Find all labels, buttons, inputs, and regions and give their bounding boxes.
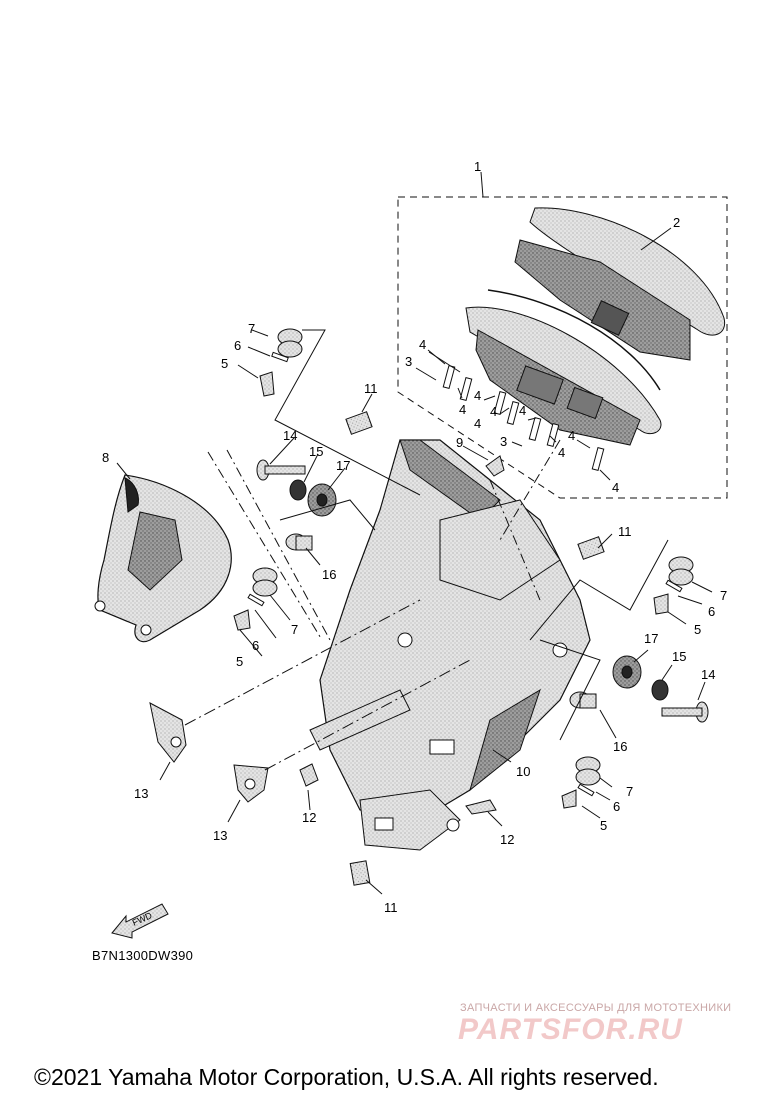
callout-17: 17 bbox=[336, 458, 350, 473]
callout-4: 4 bbox=[612, 480, 619, 495]
bolt-14-left bbox=[256, 459, 306, 481]
screw-5-d bbox=[561, 789, 577, 809]
callout-15: 15 bbox=[672, 649, 686, 664]
grommet-lower-right bbox=[575, 756, 601, 786]
callout-4: 4 bbox=[558, 445, 565, 460]
screw-5-c bbox=[653, 593, 669, 615]
callout-3: 3 bbox=[405, 354, 412, 369]
leader-8 bbox=[116, 462, 131, 480]
callout-7: 7 bbox=[291, 622, 298, 637]
callout-9: 9 bbox=[456, 435, 463, 450]
callout-5: 5 bbox=[694, 622, 701, 637]
plate-13-a bbox=[149, 702, 187, 763]
callout-4: 4 bbox=[519, 403, 526, 418]
screws-4 bbox=[442, 364, 605, 472]
callout-1: 1 bbox=[474, 159, 481, 174]
side-cover bbox=[94, 474, 232, 643]
callout-13: 13 bbox=[134, 786, 148, 801]
callout-7: 7 bbox=[626, 784, 633, 799]
screw-5-a bbox=[259, 371, 275, 397]
callout-11: 11 bbox=[618, 524, 632, 539]
damper-17-right bbox=[612, 655, 642, 689]
callout-12: 12 bbox=[302, 810, 316, 825]
callout-4: 4 bbox=[419, 337, 426, 352]
callout-10: 10 bbox=[516, 764, 530, 779]
callout-4: 4 bbox=[490, 404, 497, 419]
callout-5: 5 bbox=[600, 818, 607, 833]
meter-rear-cover bbox=[514, 207, 726, 361]
callout-13: 13 bbox=[213, 828, 227, 843]
callout-16: 16 bbox=[613, 739, 627, 754]
meter-gasket bbox=[487, 289, 661, 391]
washer-15-left bbox=[289, 479, 307, 501]
meter-assembly-group bbox=[397, 171, 728, 499]
callout-5: 5 bbox=[236, 654, 243, 669]
callout-11: 11 bbox=[364, 381, 378, 396]
grommet-upper-right bbox=[668, 556, 694, 586]
callout-16: 16 bbox=[322, 567, 336, 582]
assembly-dashed-box bbox=[397, 196, 728, 499]
collar-3 bbox=[665, 579, 683, 593]
callout-6: 6 bbox=[252, 638, 259, 653]
callout-14: 14 bbox=[283, 428, 297, 443]
watermark-logo: PARTSFOR.RU bbox=[458, 1013, 683, 1046]
grommet-mid-left bbox=[252, 567, 278, 597]
callout-3: 3 bbox=[500, 434, 507, 449]
callout-4: 4 bbox=[459, 402, 466, 417]
fwd-arrow-icon: FWD bbox=[111, 903, 169, 939]
copyright-notice: ©2021 Yamaha Motor Corporation, U.S.A. A… bbox=[34, 1064, 659, 1090]
collar-2 bbox=[247, 593, 265, 607]
callout-2: 2 bbox=[673, 215, 680, 230]
callout-7: 7 bbox=[720, 588, 727, 603]
callout-labels: 1 2 3 3 4 4 4 4 4 4 4 4 4 5 5 5 5 6 6 6 … bbox=[102, 159, 727, 915]
callout-5: 5 bbox=[221, 356, 228, 371]
callout-4: 4 bbox=[474, 388, 481, 403]
diagram-reference-code: B7N1300DW390 bbox=[92, 948, 194, 963]
callout-6: 6 bbox=[708, 604, 715, 619]
clip-9 bbox=[485, 455, 505, 477]
leader-10 bbox=[492, 749, 512, 763]
main-bracket bbox=[309, 439, 591, 851]
callout-4: 4 bbox=[568, 428, 575, 443]
callout-14: 14 bbox=[701, 667, 715, 682]
callout-12: 12 bbox=[500, 832, 514, 847]
clamp-12-a bbox=[299, 763, 319, 787]
bolt-14-right bbox=[661, 701, 709, 723]
damper-17-left bbox=[307, 483, 337, 517]
clip-nut-11-c bbox=[349, 860, 371, 886]
callout-11: 11 bbox=[384, 900, 398, 915]
leader-lines bbox=[159, 329, 713, 895]
watermark-tagline: ЗАПЧАСТИ И АКСЕССУАРЫ ДЛЯ МОТОТЕХНИКИ bbox=[460, 1002, 732, 1014]
leaders-3 bbox=[415, 367, 523, 447]
callout-15: 15 bbox=[309, 444, 323, 459]
screw-5-b bbox=[233, 609, 251, 631]
clip-nut-11-b bbox=[577, 536, 605, 560]
callout-17: 17 bbox=[644, 631, 658, 646]
clamp-12-b bbox=[465, 799, 497, 815]
leader-2 bbox=[640, 227, 672, 251]
callout-8: 8 bbox=[102, 450, 109, 465]
collar-16-left bbox=[285, 533, 313, 551]
callout-6: 6 bbox=[613, 799, 620, 814]
callout-6: 6 bbox=[234, 338, 241, 353]
collar-4 bbox=[577, 783, 595, 797]
washer-15-right bbox=[651, 679, 669, 701]
callout-4: 4 bbox=[474, 416, 481, 431]
grommet-top-left bbox=[277, 328, 303, 358]
clip-nut-11-a bbox=[345, 411, 373, 435]
leaders-4 bbox=[427, 349, 611, 481]
callout-7: 7 bbox=[248, 321, 255, 336]
meter-housing bbox=[465, 306, 662, 446]
collar-1 bbox=[271, 351, 289, 363]
leader-1 bbox=[480, 171, 484, 198]
